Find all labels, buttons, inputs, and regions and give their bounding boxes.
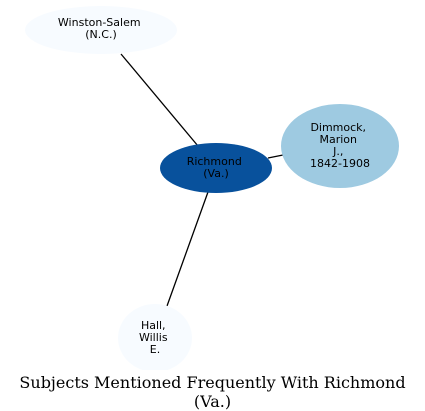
node-richmond[interactable]: Richmond (Va.) (160, 143, 272, 193)
node-shape (281, 104, 399, 188)
node-label: Dimmock, Marion J., 1842-1908 (310, 121, 370, 170)
diagram-caption: Subjects Mentioned Frequently With Richm… (19, 373, 406, 411)
node-shape (160, 143, 272, 193)
network-diagram: Winston-Salem (N.C.) Dimmock, Marion J.,… (25, 6, 399, 370)
node-hall[interactable]: Hall, Willis E. (118, 304, 192, 370)
node-label: Richmond (Va.) (187, 155, 246, 180)
node-winston-salem[interactable]: Winston-Salem (N.C.) (25, 6, 177, 54)
node-shape (25, 6, 177, 54)
edge-center-winston-salem (120, 53, 199, 147)
node-label: Hall, Willis E. (139, 319, 171, 356)
node-dimmock[interactable]: Dimmock, Marion J., 1842-1908 (281, 104, 399, 188)
edge-center-hall (166, 191, 209, 307)
node-shape (118, 304, 192, 370)
edges (120, 53, 284, 307)
node-label: Winston-Salem (N.C.) (58, 16, 144, 41)
edge-center-dimmock (267, 154, 284, 159)
